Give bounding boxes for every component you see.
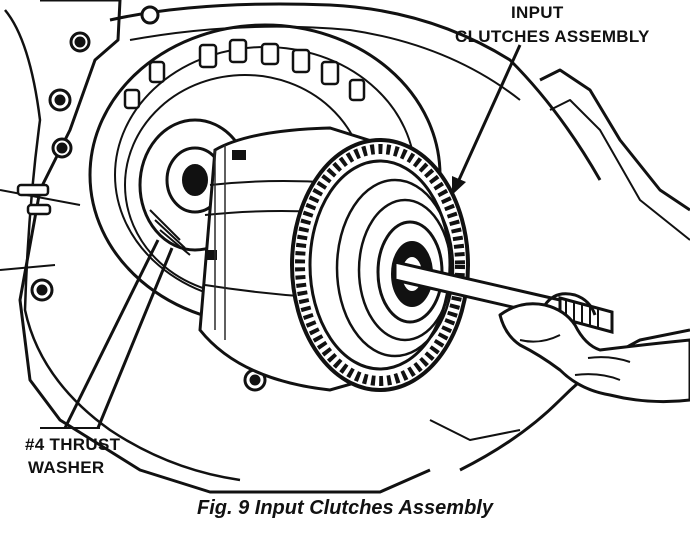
callout-thrust-washer-line2: WASHER (28, 458, 104, 477)
drum-shading (214, 145, 226, 340)
transmission-case (0, 0, 690, 494)
callout-thrust-washer: #4 THRUST WASHER (25, 435, 121, 477)
dowel-pins (16, 183, 52, 216)
case-bolt-holes (30, 5, 267, 392)
callout-input-clutches-line2: CLUTCHES ASSEMBLY (455, 27, 650, 46)
figure-caption: Fig. 9 Input Clutches Assembly (197, 497, 493, 519)
hand (498, 292, 690, 404)
callout-input-clutches-line1: INPUT (511, 3, 564, 22)
clutch-drum-face (290, 138, 470, 392)
input-clutches-leader (456, 44, 522, 183)
input-clutches-arrowhead (452, 176, 466, 195)
leader-lines (40, 44, 522, 429)
callout-input-clutches: INPUT CLUTCHES ASSEMBLY (455, 3, 650, 46)
thrust-washer-leader (63, 239, 160, 429)
callout-thrust-washer-line1: #4 THRUST (25, 435, 121, 454)
bore-slots (123, 38, 366, 110)
